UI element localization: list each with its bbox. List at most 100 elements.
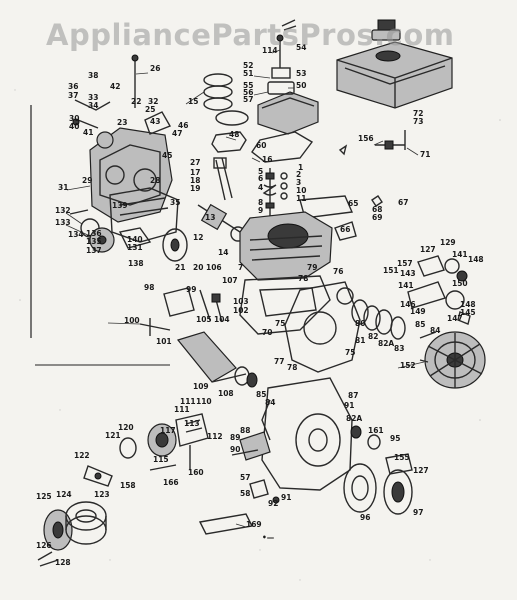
part-callout-c112: 112	[207, 432, 223, 441]
part-callout-c120: 120	[118, 423, 134, 432]
part-callout-c47: 47	[172, 129, 182, 138]
part-callout-c40: 40	[69, 122, 79, 131]
footer-mark: •—	[262, 533, 275, 542]
pulley-21	[162, 228, 188, 262]
part-callout-c156: 156	[358, 134, 374, 143]
part-callout-c107: 107	[222, 276, 238, 285]
part-callout-c115: 115	[153, 455, 169, 464]
part-callout-c41: 41	[83, 128, 93, 137]
part-callout-c90: 90	[230, 445, 240, 454]
part-callout-c60: 60	[256, 141, 266, 150]
part-callout-c55: 55	[243, 81, 253, 90]
part-callout-c133: 133	[55, 218, 71, 227]
part-callout-c124: 124	[56, 490, 72, 499]
part-callout-c166: 166	[163, 478, 179, 487]
part-callout-c141b: 141	[398, 281, 414, 290]
flywheel	[419, 331, 486, 389]
part-callout-c105: 105	[196, 315, 212, 324]
part-callout-c131: 131	[127, 243, 143, 252]
part-callout-c52: 52	[243, 61, 253, 70]
part-callout-c21: 21	[175, 263, 185, 272]
part-callout-c104: 104	[214, 315, 230, 324]
air-cleaner-assembly	[257, 19, 319, 135]
part-callout-c87: 87	[348, 391, 358, 400]
part-callout-c85: 85	[415, 320, 425, 329]
part-callout-c7: 7	[238, 263, 243, 272]
recoil-starter-parts	[407, 255, 471, 325]
bearing-plate	[231, 431, 271, 461]
part-callout-c135: 135	[86, 237, 102, 246]
part-callout-c82: 82	[368, 332, 378, 341]
part-callout-c58: 58	[240, 489, 250, 498]
part-callout-c71: 71	[420, 150, 430, 159]
part-callout-c22: 22	[131, 97, 141, 106]
paper-speckle	[14, 89, 501, 581]
part-callout-c82A: 82A	[378, 339, 394, 348]
part-callout-c78: 78	[298, 274, 308, 283]
part-callout-c14: 14	[218, 248, 228, 257]
part-callout-c121: 121	[105, 431, 121, 440]
part-callout-c148: 148	[468, 255, 484, 264]
part-callout-c117: 117	[160, 426, 176, 435]
part-callout-c8: 8	[258, 198, 263, 207]
part-callout-c150: 150	[452, 279, 468, 288]
part-callout-c149: 149	[410, 307, 426, 316]
clutch-drum-parts	[343, 425, 413, 515]
part-callout-c129: 129	[440, 238, 456, 247]
part-callout-c151: 151	[383, 266, 399, 275]
part-callout-c57: 57	[243, 95, 253, 104]
part-callout-c43: 43	[150, 117, 160, 126]
part-callout-c89: 89	[230, 433, 240, 442]
part-callout-c111: 111	[180, 397, 196, 406]
part-callout-c102: 102	[233, 306, 249, 315]
part-callout-c23: 23	[117, 118, 127, 127]
cylinder-block	[239, 211, 333, 335]
part-callout-c42: 42	[110, 82, 120, 91]
part-callout-c19: 19	[190, 184, 200, 193]
part-callout-c18: 18	[190, 176, 200, 185]
part-callout-c141: 141	[452, 250, 468, 259]
part-callout-c38: 38	[88, 71, 98, 80]
starter-parts-left	[69, 209, 152, 253]
part-callout-c99: 99	[186, 285, 196, 294]
part-callout-c109: 109	[193, 382, 209, 391]
part-callout-c20: 20	[193, 263, 203, 272]
part-callout-c169: 169	[246, 520, 262, 529]
drive-pieces	[249, 479, 280, 504]
part-callout-c28: 28	[150, 176, 160, 185]
leader-lines	[65, 49, 425, 528]
part-callout-c82Ab: 82A	[346, 414, 362, 423]
part-callout-c35: 35	[170, 198, 180, 207]
part-callout-c29: 29	[82, 176, 92, 185]
lower-gear-case	[261, 377, 353, 491]
part-callout-c91b: 91	[281, 493, 291, 502]
part-callout-c126: 126	[36, 541, 52, 550]
part-callout-c134: 134	[68, 230, 84, 239]
part-callout-c26: 26	[150, 64, 160, 73]
part-callout-c56: 56	[243, 88, 253, 97]
part-callout-c70: 70	[262, 328, 272, 337]
part-callout-c114: 114	[262, 46, 278, 55]
part-callout-c95: 95	[390, 434, 400, 443]
part-callout-c161: 161	[368, 426, 384, 435]
part-callout-c66: 66	[340, 225, 350, 234]
part-callout-c91: 91	[344, 401, 354, 410]
part-callout-c16: 16	[262, 155, 272, 164]
crankshaft-lower	[176, 331, 258, 388]
part-callout-c125: 125	[36, 492, 52, 501]
part-callout-c15: 15	[188, 97, 198, 106]
part-callout-c98: 98	[144, 283, 154, 292]
part-callout-c123: 123	[94, 490, 110, 499]
part-callout-c46: 46	[178, 121, 188, 130]
part-callout-c138: 138	[128, 259, 144, 268]
part-callout-c32: 32	[148, 97, 158, 106]
part-callout-c54: 54	[296, 43, 306, 52]
part-callout-c101: 101	[156, 337, 172, 346]
part-callout-c3: 3	[296, 178, 301, 187]
part-callout-c122: 122	[74, 451, 90, 460]
part-callout-c75b: 75	[345, 348, 355, 357]
part-callout-c128: 128	[55, 558, 71, 567]
drive-pulleys	[37, 501, 107, 567]
part-callout-c103: 103	[233, 297, 249, 306]
